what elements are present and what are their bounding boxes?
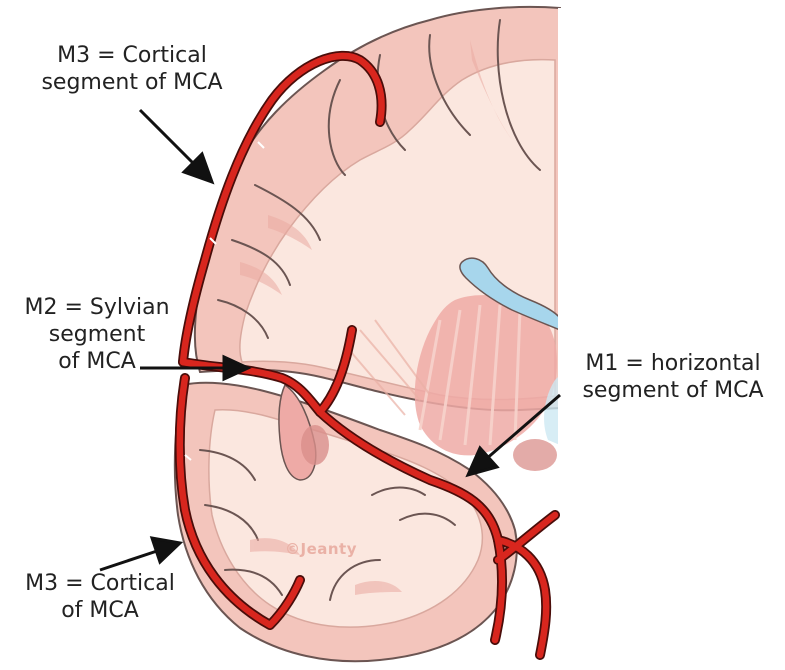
putamen-spot [513,439,557,471]
label-m2-line1: M2 = Sylvian [2,294,192,321]
label-m3-top-line2: segment of MCA [12,69,252,96]
claustrum [301,425,329,465]
label-m1-line2: segment of MCA [568,377,778,404]
label-m2-sylvian: M2 = Sylvian segment of MCA [2,294,192,375]
bottom-cut-fill [500,640,560,670]
arrow-head-m3-bottom [152,538,180,562]
label-m1-horizontal: M1 = horizontal segment of MCA [568,350,778,404]
label-m1-line1: M1 = horizontal [568,350,778,377]
label-m3-bottom-line2: of MCA [5,597,195,624]
watermark-text: ©Jeanty [285,540,357,558]
label-m3-cortical-top: M3 = Cortical segment of MCA [12,42,252,96]
label-m2-line2: segment [2,321,192,348]
label-m3-top-line1: M3 = Cortical [12,42,252,69]
label-m2-line3: of MCA [2,348,192,375]
label-m3-cortical-bottom: M3 = Cortical of MCA [5,570,195,624]
label-m3-bottom-line1: M3 = Cortical [5,570,195,597]
